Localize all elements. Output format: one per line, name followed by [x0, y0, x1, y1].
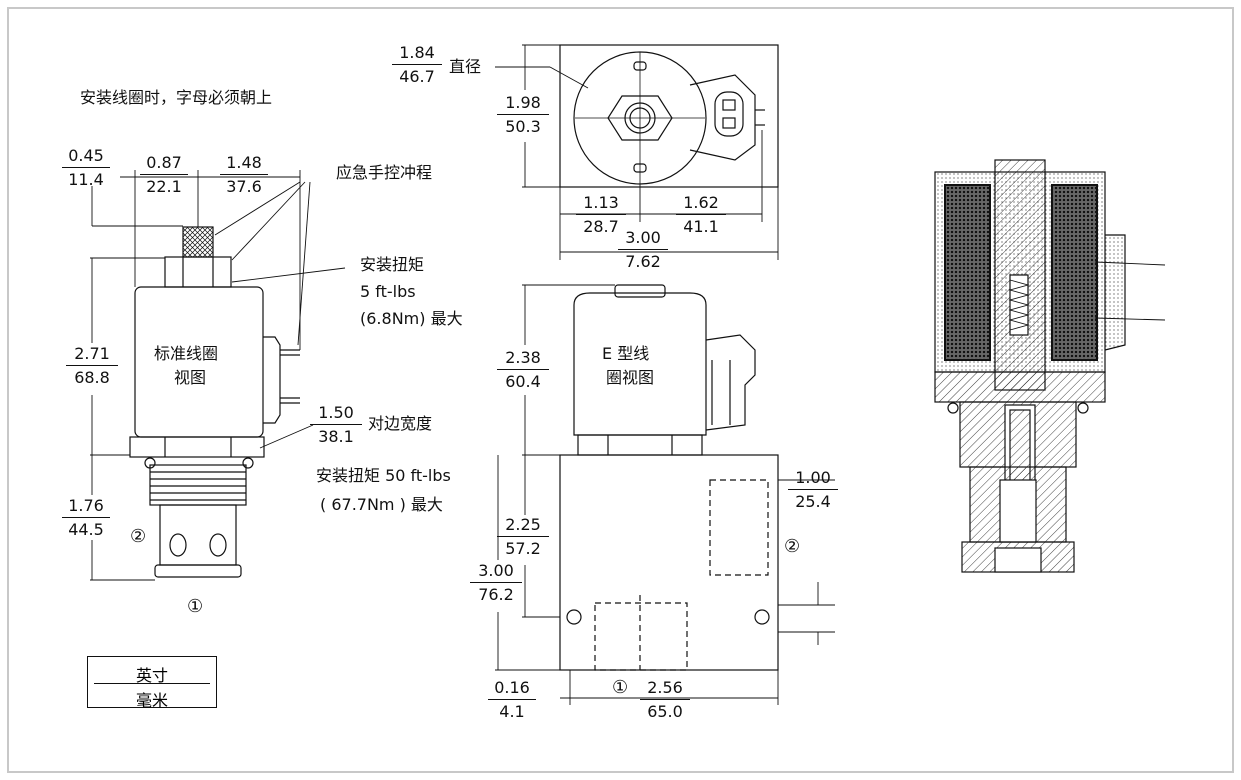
valve-cartridge [159, 504, 237, 566]
port-2-label-right: ② [784, 536, 801, 557]
manifold-block [559, 454, 779, 671]
manual-override-knob [182, 226, 214, 258]
diameter-label: 直径 [449, 57, 482, 76]
unit-mm: 毫米 [135, 691, 168, 710]
manual-override-label: 应急手控冲程 [336, 163, 433, 182]
valve-seal [154, 564, 242, 578]
e-coil-front-view [495, 284, 835, 705]
standard-coil-view-label-2: 视图 [174, 368, 207, 387]
e-coil-view-label-2: 圈视图 [606, 368, 655, 387]
top-view-block [559, 44, 779, 188]
e-coil-view-label-1: E 型线 [602, 344, 650, 363]
standard-coil-view-label-1: 标准线圈 [154, 344, 219, 363]
e-coil-body [573, 292, 707, 436]
section-hex [934, 371, 1106, 403]
port1-hidden [594, 602, 688, 671]
coil-connector [263, 336, 281, 424]
valve-thread [149, 464, 247, 506]
port-1-label-right: ① [612, 677, 629, 698]
cartridge-section-view [934, 159, 1166, 573]
install-torque-valve-1: 安装扭矩 50 ft-lbs [316, 466, 451, 485]
e-coil-connector [705, 334, 756, 431]
coil-winding-right [1051, 184, 1098, 361]
connector-plug [714, 91, 744, 137]
coil-winding-left [944, 184, 991, 361]
port-2-label-left: ② [130, 526, 147, 547]
unit-inch: 英寸 [135, 666, 168, 685]
valve-hex [129, 436, 265, 458]
install-torque-coil-title: 安装扭矩 [360, 255, 425, 274]
install-torque-coil-value: 5 ft-lbs [360, 282, 416, 301]
hex-across-flats-label: 对边宽度 [368, 414, 433, 433]
port2-hidden [709, 479, 769, 576]
port-1-label-left: ① [187, 596, 204, 617]
install-torque-valve-2: ( 67.7Nm ) 最大 [320, 495, 443, 514]
drawing-frame [7, 7, 1234, 773]
install-torque-coil-metric: (6.8Nm) 最大 [360, 309, 463, 328]
standard-coil-side-view [90, 170, 346, 581]
install-note: 安装线圈时，字母必须朝上 [80, 88, 273, 107]
section-connector [1104, 234, 1126, 351]
coil-nut [164, 256, 232, 288]
top-connector [689, 74, 756, 161]
units-legend: 英寸 毫米 [87, 656, 217, 710]
